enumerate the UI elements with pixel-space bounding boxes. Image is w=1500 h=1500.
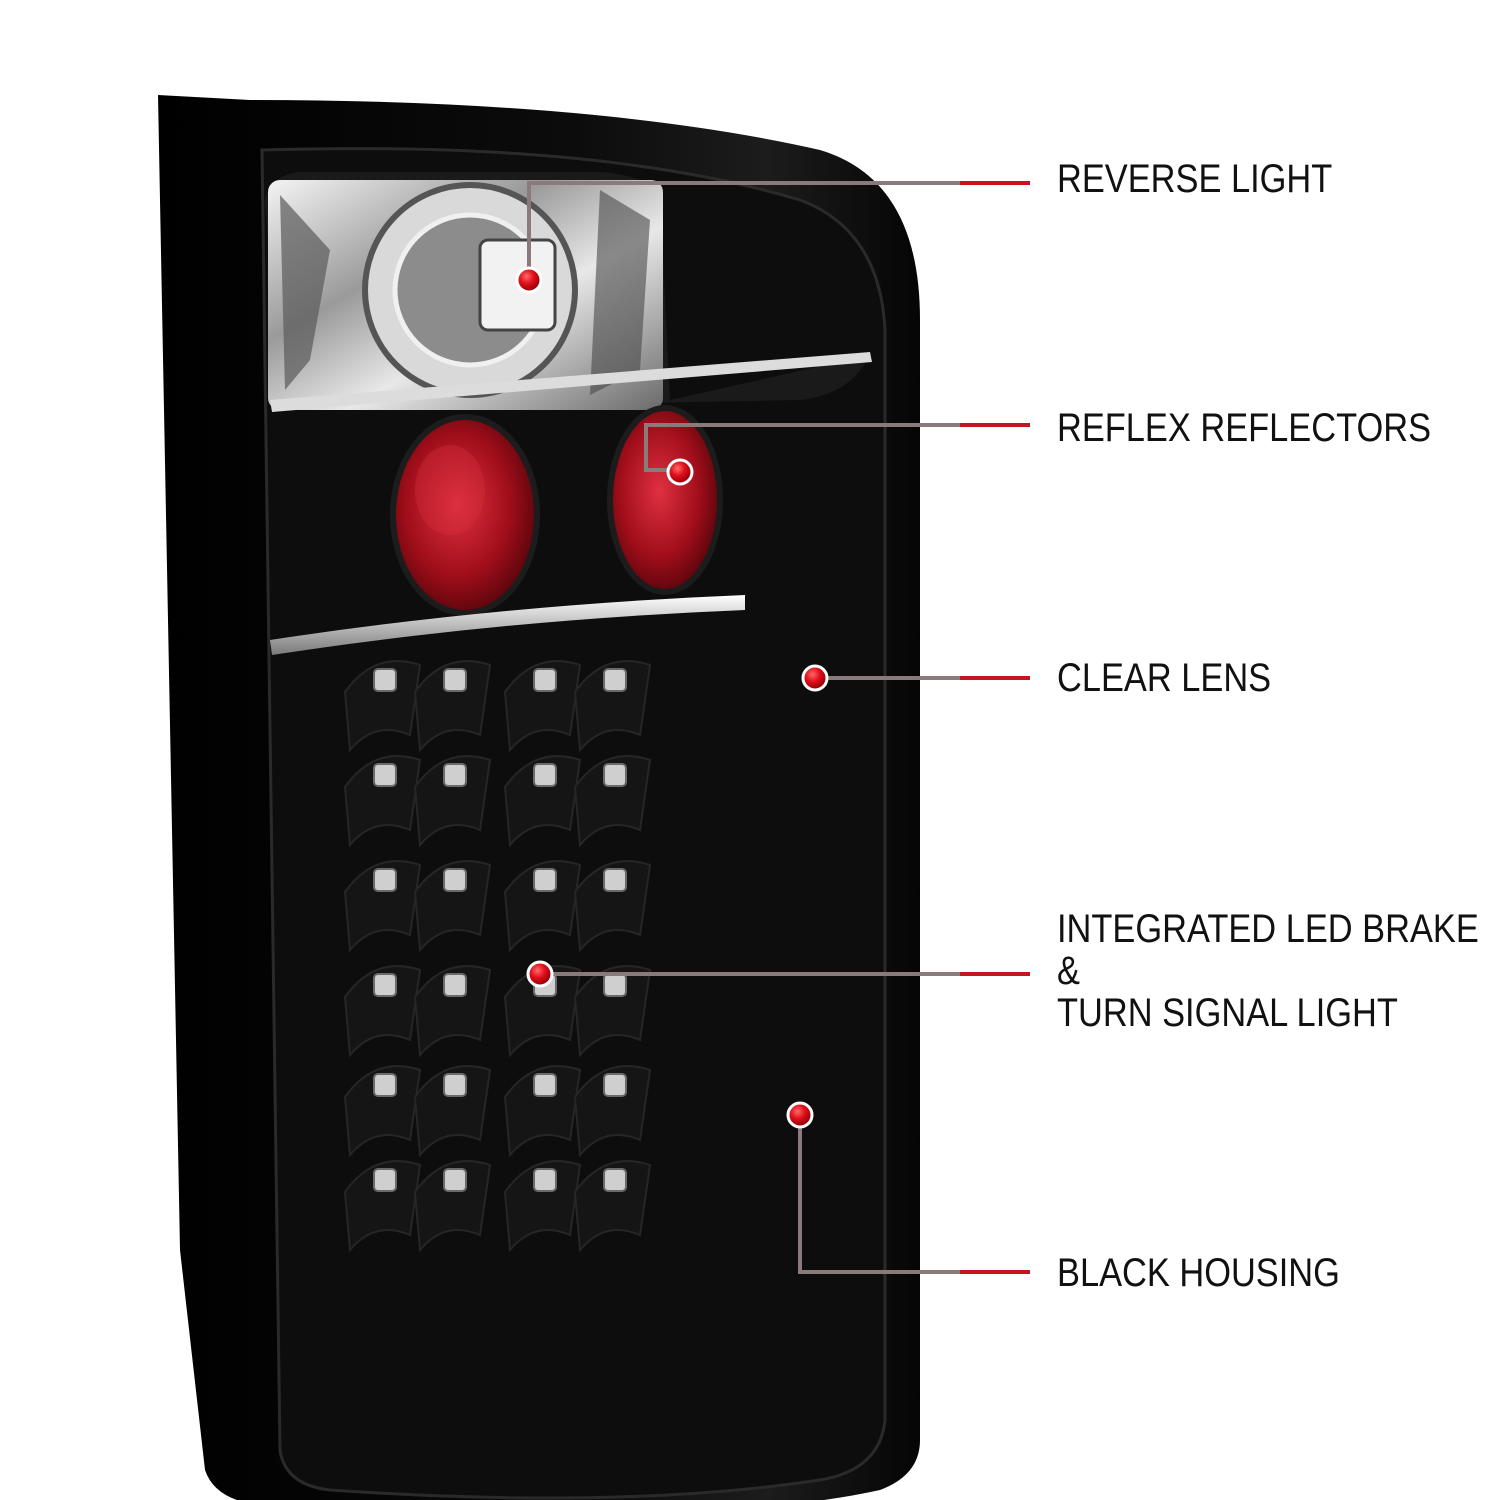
led-diode [443,668,467,692]
led-reflector-cell [413,1065,492,1158]
led-diode [373,1073,397,1097]
callout-led-brake-turn: INTEGRATED LED BRAKE & TURN SIGNAL LIGHT [1057,908,1479,1034]
led-diode [603,1168,627,1192]
callout-reflex-reflectors-line-1: REFLEX REFLECTORS [1057,406,1432,450]
led-reflector-cell [573,1160,652,1253]
callout-black-housing: BLACK HOUSING [1057,1252,1340,1294]
led-reflector-cell [573,1065,652,1158]
led-reflector-cell [413,860,492,953]
reflex-reflectors [390,405,723,616]
callout-led-brake-turn-line-1: INTEGRATED LED BRAKE [1057,907,1479,951]
callout-led-brake-turn-line-2: & [1057,949,1080,993]
led-diode [443,1168,467,1192]
led-reflector-cell [413,1160,492,1253]
led-reflector-cell [573,755,652,848]
led-reflector-cell [573,660,652,753]
led-array [343,660,652,1253]
led-diode [373,973,397,997]
leader-reflex-reflectors [644,423,1030,486]
led-diode [533,1073,557,1097]
led-diode [533,763,557,787]
leader-led-brake [526,960,1030,988]
led-reflector-cell [573,965,652,1058]
callout-clear-lens: CLEAR LENS [1057,657,1271,699]
callout-reverse-light: REVERSE LIGHT [1057,158,1332,200]
leader-black-housing [786,1101,1030,1274]
callout-reflex-reflectors: REFLEX REFLECTORS [1057,407,1431,449]
led-diode [373,763,397,787]
led-diode [603,1073,627,1097]
callout-leaders [515,181,1030,1274]
callout-led-brake-turn-line-3: TURN SIGNAL LIGHT [1057,991,1398,1035]
led-reflector-cell [573,860,652,953]
led-diode [603,668,627,692]
leader-clear-lens [801,664,1030,692]
led-diode [603,763,627,787]
led-reflector-cell [413,660,492,753]
chrome-divider-bar [270,595,745,655]
leader-reverse-light [515,181,1030,294]
led-diode [603,973,627,997]
led-diode [373,668,397,692]
led-reflector-cell [413,755,492,848]
callout-reverse-light-line-1: REVERSE LIGHT [1057,157,1333,201]
led-diode [443,973,467,997]
led-diode [443,868,467,892]
led-reflector-cell [413,965,492,1058]
led-diode [533,1168,557,1192]
callout-black-housing-line-1: BLACK HOUSING [1057,1251,1340,1295]
reverse-light-section [265,172,872,412]
led-diode [603,868,627,892]
led-diode [373,1168,397,1192]
led-diode [533,668,557,692]
callout-clear-lens-line-1: CLEAR LENS [1057,656,1272,700]
led-diode [443,1073,467,1097]
led-diode [443,763,467,787]
led-diode [533,868,557,892]
led-diode [373,868,397,892]
